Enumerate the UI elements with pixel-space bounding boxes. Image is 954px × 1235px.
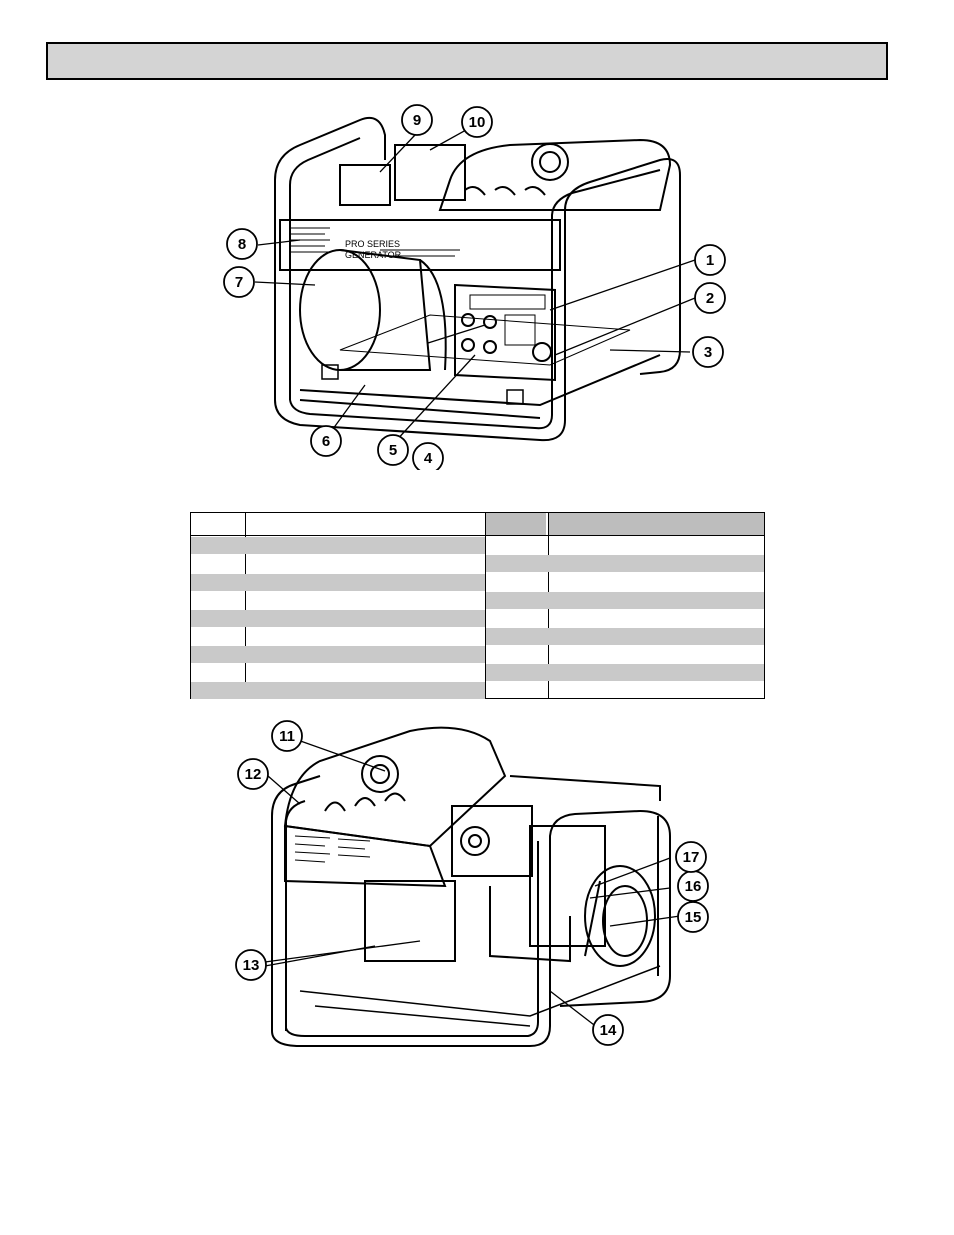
header-description-right xyxy=(549,513,764,535)
callout-5: 5 xyxy=(389,442,397,459)
callout-13: 13 xyxy=(243,957,260,974)
callout-6: 6 xyxy=(322,433,330,450)
parts-table xyxy=(190,512,765,699)
table-row xyxy=(191,627,485,645)
callout-8: 8 xyxy=(238,236,246,253)
fuel-tank-rear xyxy=(283,726,507,848)
control-panel-face xyxy=(454,283,556,382)
table-row xyxy=(486,555,764,572)
table-row xyxy=(486,572,764,591)
callout-17: 17 xyxy=(683,849,700,866)
oil-sump xyxy=(364,880,456,962)
table-row xyxy=(486,681,764,699)
table-row xyxy=(191,646,485,663)
header-item-right xyxy=(486,513,546,535)
table-row xyxy=(191,610,485,627)
callout-1: 1 xyxy=(706,252,714,269)
table-row xyxy=(486,592,764,609)
generator-front-view: PRO SERIES GENERATOR 9 10 8 7 1 2 3 4 5 xyxy=(220,100,740,470)
callout-4: 4 xyxy=(424,450,433,467)
table-row xyxy=(191,682,485,699)
table-row xyxy=(191,554,485,572)
generator-rear-view: 11 12 13 14 15 16 17 xyxy=(230,716,730,1056)
callout-15: 15 xyxy=(685,909,702,926)
table-row xyxy=(486,609,764,628)
muffler xyxy=(584,865,656,967)
fuel-tank xyxy=(438,138,672,211)
air-box-left xyxy=(339,164,391,206)
table-row xyxy=(191,591,485,609)
table-row xyxy=(486,645,764,664)
table-right-column xyxy=(486,513,764,698)
table-row xyxy=(486,664,764,681)
roll-cage-rear xyxy=(271,775,321,1031)
panel-brand-line2: GENERATOR xyxy=(345,250,402,260)
alternator xyxy=(299,249,381,371)
table-left-column xyxy=(191,513,485,699)
callout-12: 12 xyxy=(245,766,262,783)
callout-10: 10 xyxy=(469,114,486,131)
roll-cage xyxy=(274,116,386,400)
air-box-right xyxy=(394,144,466,201)
panel-brand-line1: PRO SERIES xyxy=(345,239,400,249)
table-row xyxy=(486,628,764,645)
callout-16: 16 xyxy=(685,878,702,895)
callout-2: 2 xyxy=(706,290,714,307)
section-title-bar xyxy=(46,42,888,80)
callout-3: 3 xyxy=(704,344,712,361)
table-row xyxy=(191,574,485,591)
table-row xyxy=(191,663,485,681)
callout-11: 11 xyxy=(279,728,295,745)
callout-7: 7 xyxy=(235,274,243,291)
table-row xyxy=(486,537,764,555)
table-row xyxy=(191,537,485,554)
callout-14: 14 xyxy=(600,1022,617,1039)
callout-9: 9 xyxy=(413,112,421,129)
